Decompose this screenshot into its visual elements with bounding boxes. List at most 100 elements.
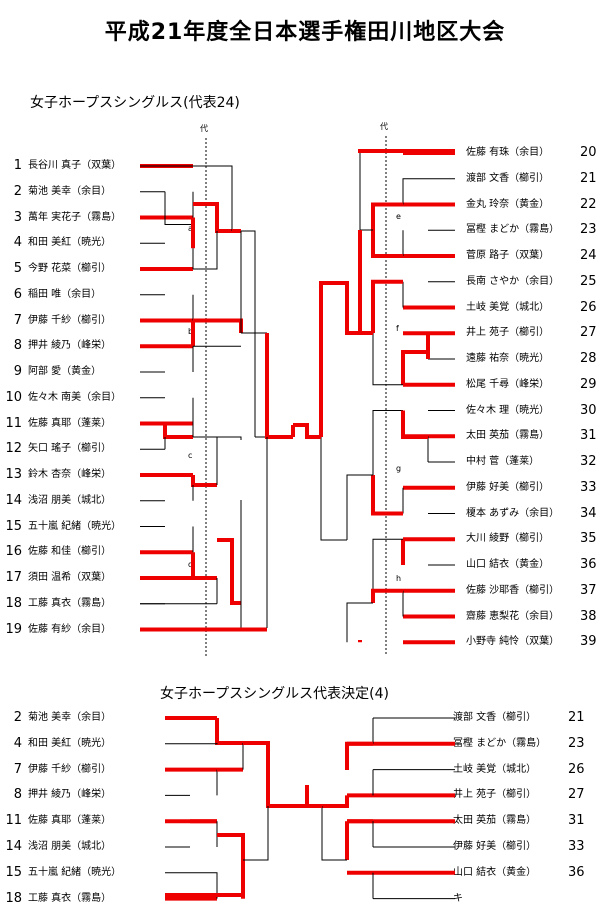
player-name: 萬年 実花子（霧島）: [28, 211, 122, 223]
player-number: 15: [5, 864, 22, 880]
player-name: 須田 温希（双葉）: [28, 572, 112, 583]
player-name: 松尾 千尋（峰栄）: [466, 378, 550, 390]
player-name: 工藤 真衣（霧島）: [28, 892, 112, 904]
player-name: 佐々木 理（暁光）: [466, 404, 550, 416]
player-name: 伊藤 好美（櫛引）: [453, 841, 537, 852]
player-name: 伊藤 千紗（櫛引）: [28, 763, 112, 775]
winner-line: [215, 718, 243, 745]
player-number: 27: [568, 787, 585, 803]
player-name: 五十嵐 紀緒（暁光）: [28, 866, 122, 878]
player-number: 30: [580, 402, 597, 418]
player-name: 土岐 美覚（城北）: [453, 763, 537, 775]
player-number: 1: [13, 158, 22, 173]
player-number: 6: [13, 286, 22, 302]
player-name: 大川 綾野（櫛引）: [466, 533, 550, 545]
player-number: 18: [5, 890, 22, 906]
player-number: 4: [13, 735, 22, 751]
player-name: 冨樫 まどか（霧島）: [453, 737, 547, 749]
player-number: 22: [580, 196, 597, 212]
player-name: 矢口 瑤子（櫛引）: [28, 443, 112, 455]
dai-label: 代: [380, 122, 388, 131]
player-name: 工藤 真衣（霧島）: [28, 597, 112, 609]
player-number: 13: [5, 467, 22, 482]
bracket-line: [164, 191, 193, 225]
group-label: e: [396, 212, 401, 221]
player-name: 和田 美紅（暁光）: [28, 737, 112, 749]
player-number: 20: [580, 145, 597, 160]
player-number: 7: [13, 312, 22, 328]
group-label: a: [188, 224, 193, 233]
player-name: 伊藤 好美（櫛引）: [466, 481, 550, 493]
player-name: 山口 結衣（黄金）: [466, 559, 550, 570]
bracket-line: [372, 410, 403, 475]
bracket-line: [190, 872, 218, 899]
player-number: 21: [568, 710, 585, 725]
winner-line: [217, 833, 245, 899]
bracket-line: [320, 437, 347, 541]
winner-line: [401, 410, 428, 439]
player-number: 23: [580, 222, 597, 238]
player-name: 冨樫 まどか（霧島）: [466, 224, 560, 236]
winner-line: [371, 279, 403, 333]
player-name: 阿部 愛（黄金）: [28, 366, 102, 377]
player-number: 14: [5, 492, 22, 508]
winner-line: [371, 202, 403, 230]
winner-line: [371, 230, 403, 258]
player-name: 渡部 文香（櫛引）: [466, 172, 550, 184]
player-number: 4: [13, 235, 22, 251]
winner-line: [282, 785, 309, 808]
section-main-title: 女子ホープスシングルス(代表24): [30, 95, 240, 111]
player-name: 菅原 路子（双葉）: [466, 250, 550, 261]
player-number: 5: [13, 261, 22, 276]
winner-line: [371, 588, 403, 603]
winner-line: [319, 281, 373, 437]
player-name: 佐藤 有珠（余目）: [466, 147, 550, 158]
section-final-title: 女子ホープスシングルス代表決定(4): [160, 686, 389, 702]
player-name: 鈴木 杏奈（峰栄）: [28, 469, 112, 480]
player-number: 24: [580, 248, 597, 263]
player-name: 太田 英茄（霧島）: [466, 430, 550, 442]
player-name: 遠藤 祐奈（暁光）: [466, 353, 550, 364]
player-name: 小野寺 純怜（双葉）: [466, 636, 560, 648]
winner-line: [345, 741, 373, 770]
player-name: 今野 花菜（櫛引）: [28, 263, 112, 274]
player-number: 16: [5, 544, 22, 560]
player-number: 9: [13, 364, 22, 379]
player-number: 17: [5, 570, 22, 585]
player-number: 32: [580, 454, 597, 469]
player-name: 五十嵐 紀緒（暁光）: [28, 520, 122, 532]
player-name: 井上 苑子（櫛引）: [453, 789, 537, 801]
player-number: 34: [580, 505, 597, 521]
player-name: 浅沼 朋美（城北）: [28, 494, 112, 506]
winner-line: [358, 149, 455, 153]
player-number: 31: [568, 813, 585, 829]
group-label: f: [396, 324, 399, 333]
bracket-line: [193, 231, 218, 270]
player-name: 長谷川 真子（双葉）: [28, 160, 122, 171]
group-label: d: [188, 560, 194, 569]
player-name: 佐藤 沙耶香（櫛引）: [466, 584, 560, 596]
winner-line: [140, 421, 193, 439]
player-number: 11: [5, 415, 22, 431]
group-label: b: [188, 327, 194, 336]
player-number: 19: [5, 621, 22, 637]
player-number: 11: [5, 813, 22, 829]
player-name: 稲田 唯（余目）: [28, 288, 102, 300]
winner-line: [243, 741, 282, 808]
player-number: 21: [580, 170, 597, 186]
player-number: 37: [580, 582, 597, 598]
player-name: 齋藤 恵梨花（余目）: [466, 610, 560, 622]
winner-line: [165, 893, 245, 899]
player-name: 佐藤 和佳（櫛引）: [28, 546, 112, 558]
bracket-line: [346, 474, 373, 540]
player-number: 8: [13, 787, 22, 803]
player-number: 10: [5, 389, 22, 405]
player-name: 金丸 玲奈（黄金）: [466, 198, 550, 210]
winner-line: [401, 350, 428, 385]
winner-line: [371, 475, 403, 516]
player-name: 長南 さやか（余目）: [466, 275, 560, 287]
player-name: 佐藤 真耶（蓬莱）: [28, 815, 112, 827]
player-name: 中村 菅（蓬莱）: [466, 456, 540, 467]
player-name: 榎本 あずみ（余目）: [466, 507, 560, 519]
